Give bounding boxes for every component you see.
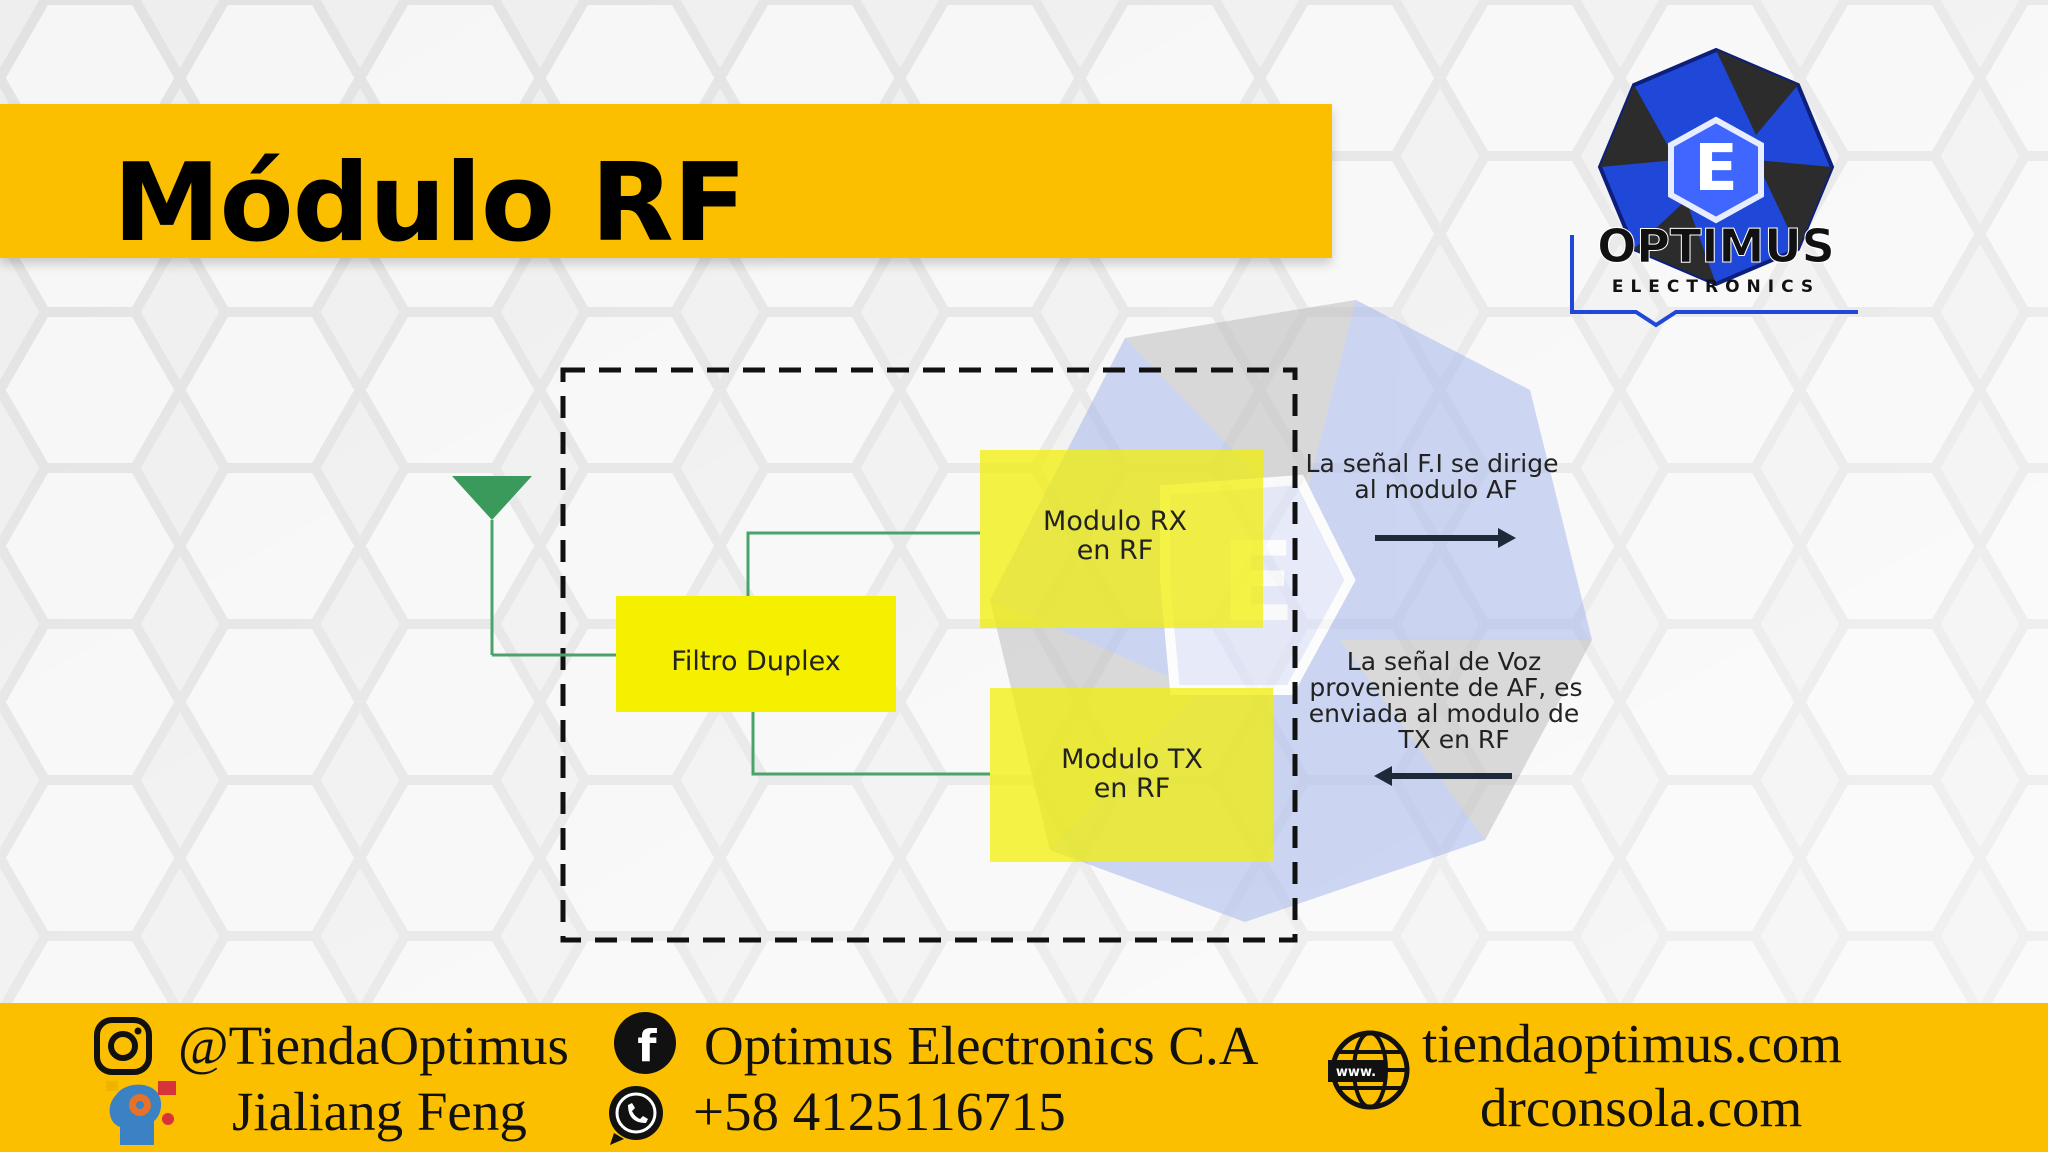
- title-banner: [0, 104, 1332, 258]
- contact-footer: @TiendaOptimus f Optimus Electronics C.A…: [0, 1003, 2048, 1152]
- brand-sub: ELECTRONICS: [1612, 277, 1820, 297]
- website-1[interactable]: tiendaoptimus.com: [1422, 1013, 1843, 1074]
- optimus-logo: E OPTIMUS ELECTRONICS: [1570, 47, 1858, 328]
- note-bottom-line-3: enviada al modulo de: [1309, 699, 1579, 728]
- note-bottom-line-2: proveniente de AF, es: [1309, 673, 1582, 702]
- tx-module-label-1: Modulo TX: [1061, 744, 1203, 775]
- filter-duplex-box: [616, 596, 896, 712]
- instagram-icon[interactable]: [93, 1016, 153, 1076]
- brain-gear-icon: [106, 1081, 176, 1145]
- antenna-icon: [452, 476, 532, 520]
- svg-text:E: E: [1694, 132, 1738, 206]
- facebook-icon[interactable]: f: [613, 1011, 677, 1075]
- page-title: Módulo RF: [113, 141, 747, 266]
- globe-icon[interactable]: www.: [1328, 1028, 1412, 1112]
- rx-module-label-1: Modulo RX: [1043, 506, 1187, 537]
- svg-text:www.: www.: [1336, 1065, 1376, 1080]
- rx-module-label-2: en RF: [1077, 535, 1154, 566]
- connector-tx: [751, 712, 990, 776]
- connector-rx: [746, 531, 980, 596]
- website-2[interactable]: drconsola.com: [1480, 1077, 1803, 1138]
- whatsapp-icon[interactable]: [604, 1083, 668, 1147]
- rx-module-box: [980, 450, 1263, 628]
- brand-name: OPTIMUS: [1597, 219, 1835, 273]
- phone-number[interactable]: +58 4125116715: [693, 1081, 1066, 1142]
- svg-text:f: f: [637, 1021, 657, 1072]
- note-top-line-2: al modulo AF: [1354, 475, 1517, 504]
- filter-duplex-label: Filtro Duplex: [671, 646, 840, 677]
- contact-name: Jialiang Feng: [232, 1081, 527, 1142]
- note-bottom-line-4: TX en RF: [1397, 725, 1509, 754]
- note-bottom-line-1: La señal de Voz: [1347, 647, 1541, 676]
- facebook-name[interactable]: Optimus Electronics C.A: [704, 1015, 1259, 1076]
- tx-module-box: [990, 688, 1273, 862]
- instagram-handle[interactable]: @TiendaOptimus: [178, 1015, 569, 1076]
- tx-module-label-2: en RF: [1094, 773, 1171, 804]
- note-top-line-1: La señal F.I se dirige: [1306, 449, 1559, 478]
